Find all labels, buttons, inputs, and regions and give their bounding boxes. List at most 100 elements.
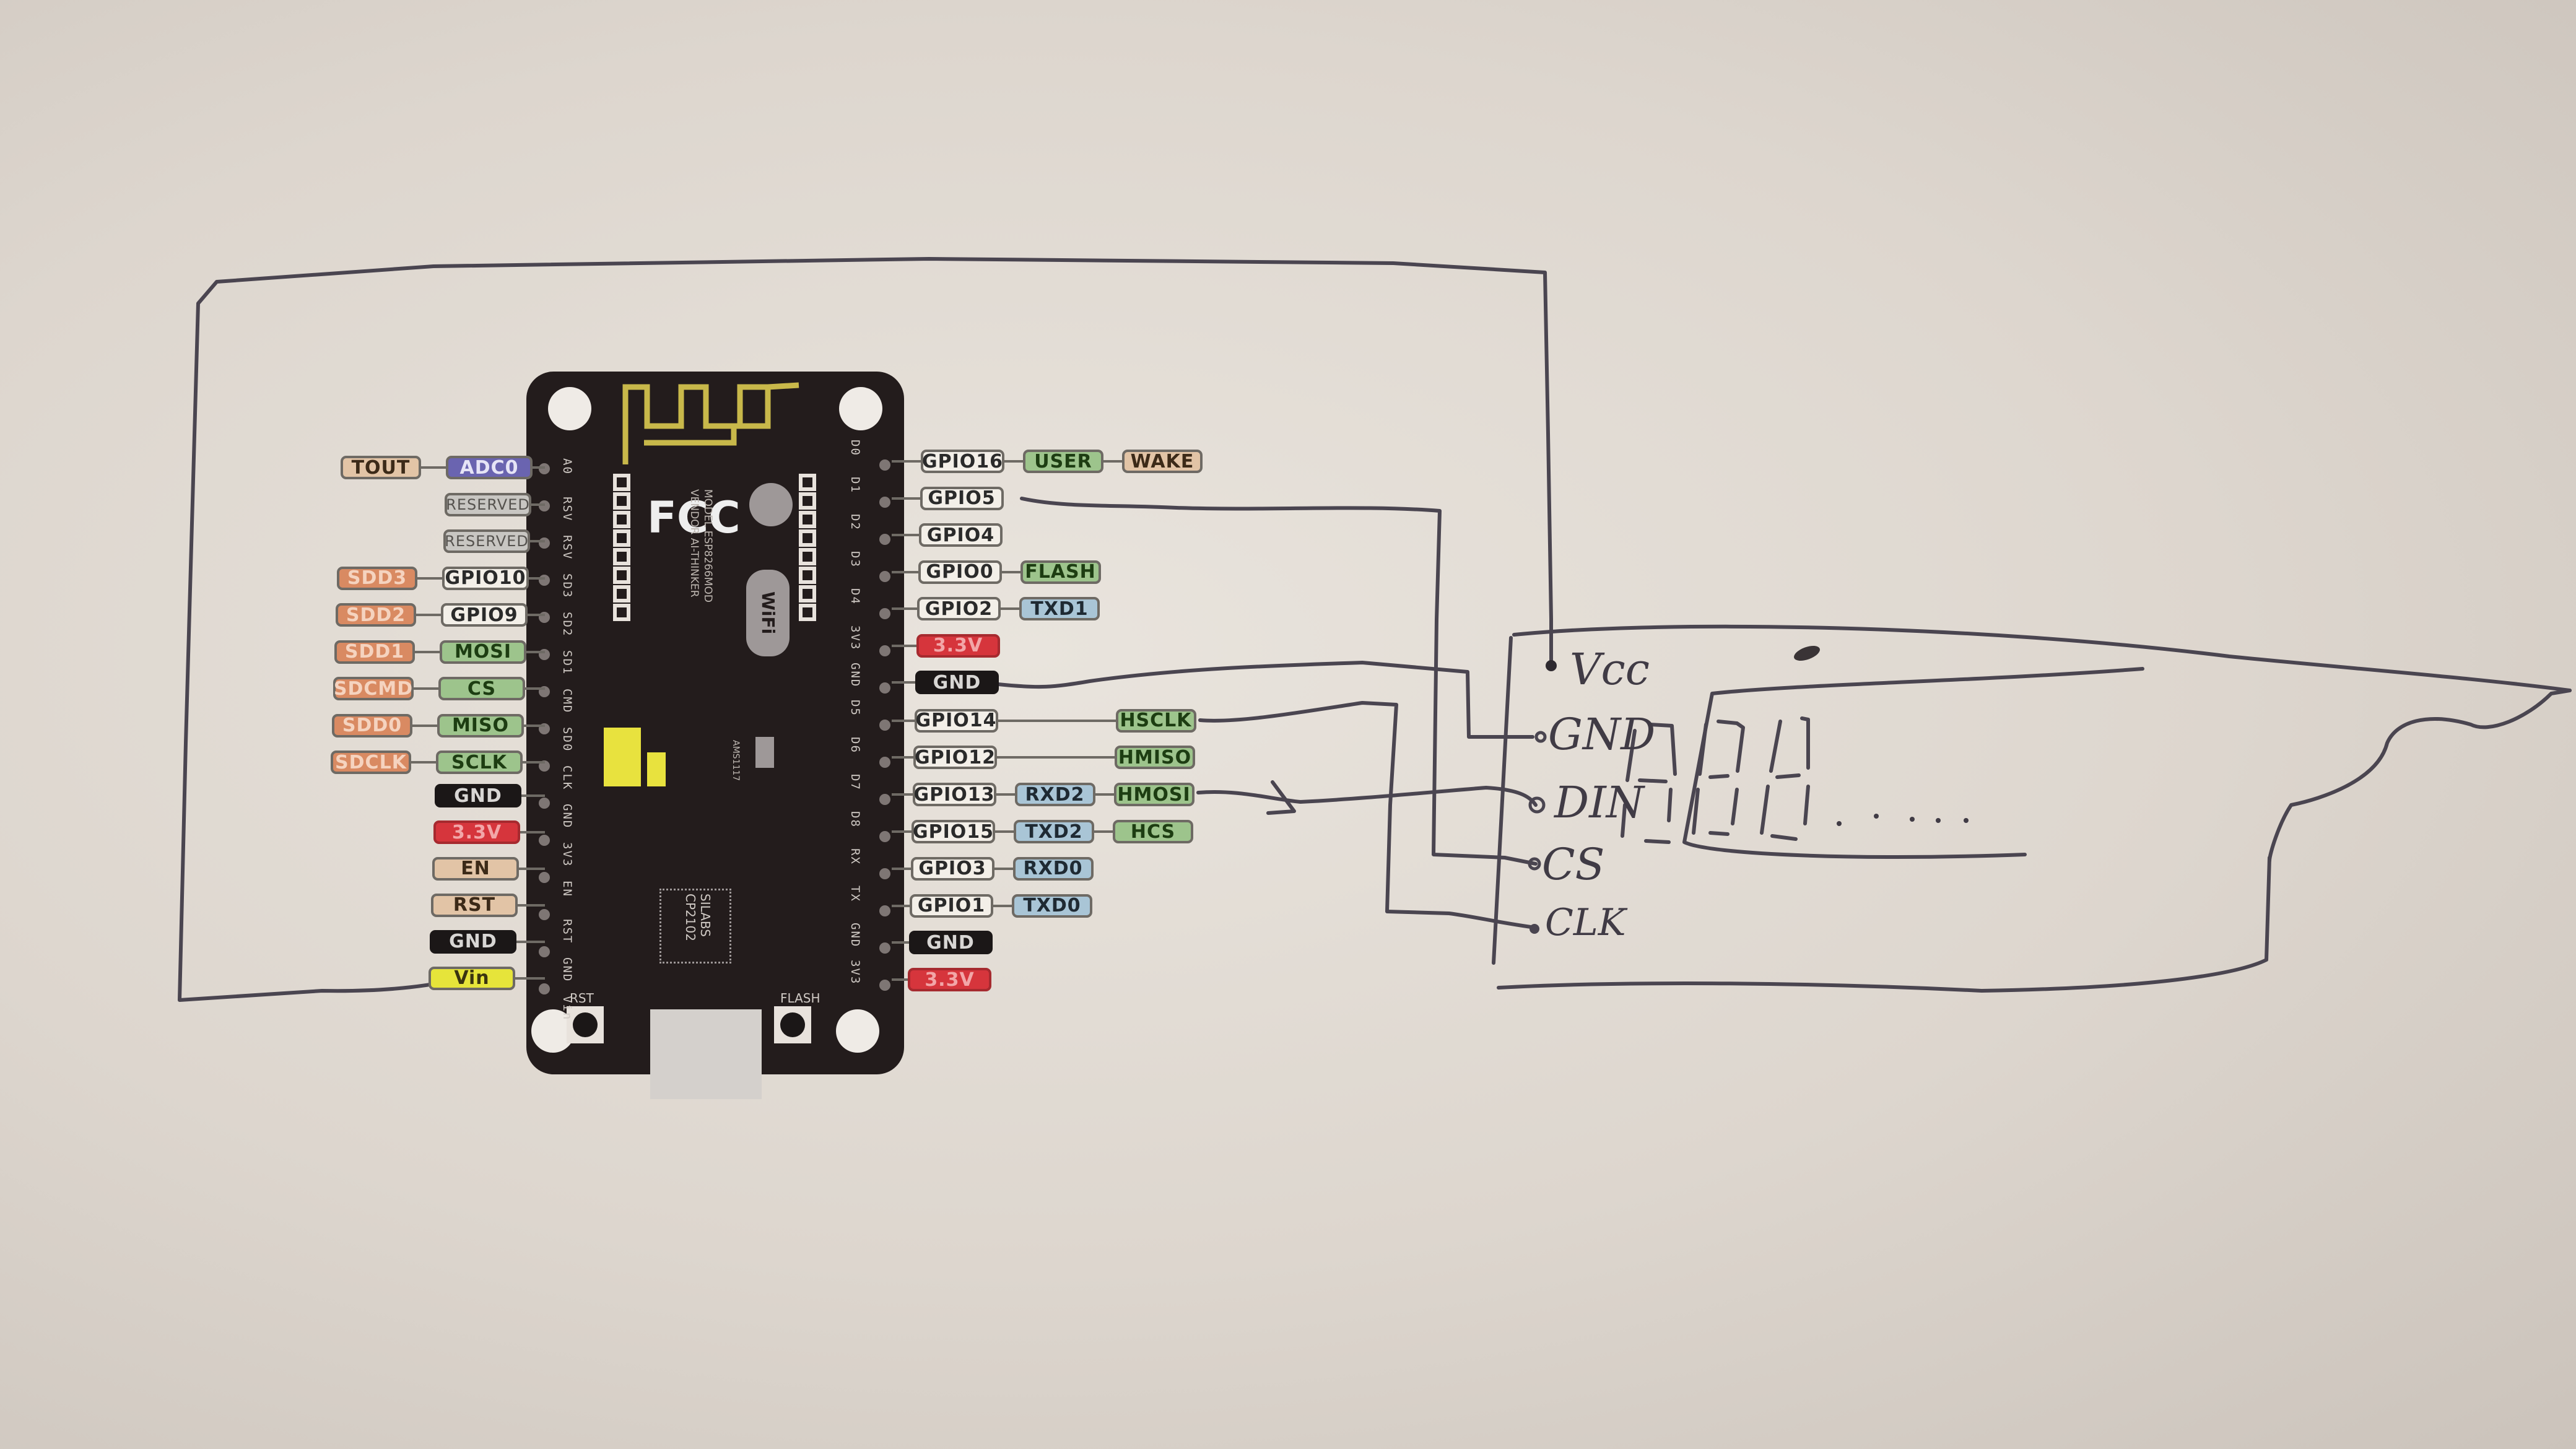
pin-connector-line bbox=[416, 614, 441, 616]
pin-connector-line bbox=[892, 570, 918, 573]
silk-left-a0: A0 bbox=[560, 458, 574, 475]
silk-right-d5: D5 bbox=[848, 700, 862, 716]
wifi-logo: WiFi bbox=[746, 570, 790, 656]
rst-button[interactable] bbox=[567, 1006, 604, 1043]
din-terminal bbox=[1528, 796, 1546, 814]
fcc-logo: FCC bbox=[647, 492, 741, 543]
pin-alt-label-sdclk: SDCLK bbox=[331, 751, 411, 774]
pin-alt-label-txd2: TXD2 bbox=[1014, 820, 1094, 843]
pin-connector-line bbox=[892, 719, 915, 722]
pin-alt-label-sdd2: SDD2 bbox=[336, 603, 416, 627]
label-gnd: GND bbox=[1548, 709, 1656, 760]
pin-label-mosi: MOSI bbox=[440, 640, 526, 664]
silk-left-sd3: SD3 bbox=[560, 573, 574, 599]
label-clk: CLK bbox=[1545, 901, 1626, 944]
silk-right-d7: D7 bbox=[848, 774, 862, 791]
pin-connector-line bbox=[892, 497, 920, 500]
pin-connector-line bbox=[415, 650, 440, 653]
pin-label-gpio13: GPIO13 bbox=[912, 783, 996, 807]
pin-alt-label-sdd0: SDD0 bbox=[332, 713, 412, 738]
silk-left-3v3: 3V3 bbox=[560, 842, 574, 868]
regulator-label: AMS1117 bbox=[731, 740, 741, 781]
label-vcc: Vcc bbox=[1570, 644, 1650, 695]
pin-label-33v: 3.3V bbox=[433, 820, 520, 844]
pin-alt-label-hmosi: HMOSI bbox=[1113, 783, 1194, 807]
pin-connector-line bbox=[994, 867, 1013, 870]
pin-connector-line bbox=[533, 466, 545, 469]
silk-left-rst: RST bbox=[560, 919, 574, 944]
display-module-bottom-edge bbox=[1497, 856, 2271, 993]
silk-right-rx: RX bbox=[848, 848, 862, 865]
silk-left-sd0: SD0 bbox=[560, 727, 574, 752]
header-pin bbox=[879, 459, 890, 471]
header-pin bbox=[539, 946, 550, 957]
pin-connector-line bbox=[519, 867, 545, 870]
header-pin bbox=[879, 645, 890, 656]
pin-connector-line bbox=[529, 577, 545, 580]
pin-label-gpio1: GPIO1 bbox=[910, 894, 993, 918]
pin-alt-label-txd1: TXD1 bbox=[1019, 597, 1100, 620]
header-pin bbox=[539, 983, 550, 994]
pin-label-gnd: GND bbox=[908, 931, 993, 955]
pin-alt-label-sdd3: SDD3 bbox=[337, 566, 417, 590]
pin-label-en: EN bbox=[432, 856, 519, 881]
header-pin bbox=[879, 831, 890, 842]
pin-connector-line bbox=[892, 607, 917, 610]
pin-label-gpio2: GPIO2 bbox=[917, 597, 1001, 620]
pin-alt-label-hmiso: HMISO bbox=[1115, 746, 1195, 770]
pin-alt-label-tout: TOUT bbox=[341, 456, 421, 479]
label-cs: CS bbox=[1542, 839, 1605, 890]
header-pin bbox=[539, 872, 550, 883]
regulator-chip bbox=[755, 737, 774, 768]
pin-label-gpio3: GPIO3 bbox=[910, 856, 994, 881]
pin-label-miso: MISO bbox=[437, 713, 524, 738]
pin-label-gpio15: GPIO15 bbox=[912, 820, 995, 843]
pin-connector-line bbox=[892, 534, 919, 536]
silk-left-cmd: CMD bbox=[560, 689, 574, 714]
pin-connector-line bbox=[518, 903, 545, 907]
pin-connector-line bbox=[526, 650, 545, 653]
silk-left-en: EN bbox=[560, 881, 574, 897]
silk-right-gnd: GND bbox=[848, 923, 862, 948]
silk-left-gnd: GND bbox=[560, 957, 574, 983]
pin-alt-label-user: USER bbox=[1023, 450, 1103, 473]
pin-connector-line bbox=[892, 756, 913, 759]
usb-chip: SILABS CP2102 bbox=[659, 889, 731, 964]
capacitor bbox=[604, 728, 641, 786]
pin-connector-line bbox=[993, 904, 1012, 907]
pin-label-gnd: GND bbox=[915, 671, 999, 694]
silk-right-gnd: GND bbox=[848, 663, 862, 688]
wire-gpio5-to-cs bbox=[1020, 497, 1538, 866]
pin-label-cs: CS bbox=[438, 677, 525, 700]
pin-connector-line bbox=[1103, 460, 1122, 463]
pin-connector-line bbox=[998, 719, 1116, 722]
cs-terminal bbox=[1528, 857, 1541, 871]
pin-label-gpio4: GPIO4 bbox=[919, 523, 1003, 547]
mount-hole bbox=[836, 1009, 879, 1053]
silk-right-d1: D1 bbox=[848, 477, 862, 494]
pin-alt-label-flash: FLASH bbox=[1020, 560, 1101, 584]
header-pin bbox=[879, 608, 890, 619]
header-pin bbox=[879, 534, 890, 545]
pin-connector-line bbox=[892, 460, 921, 463]
flash-button[interactable] bbox=[774, 1006, 811, 1043]
pin-label-sclk: SCLK bbox=[436, 751, 523, 774]
pin-connector-line bbox=[521, 794, 545, 798]
pin-label-gpio10: GPIO10 bbox=[442, 566, 529, 590]
pin-alt-label-wake: WAKE bbox=[1122, 450, 1203, 473]
pin-label-33v: 3.3V bbox=[916, 633, 1000, 658]
vcc-terminal bbox=[1546, 660, 1557, 671]
silk-right-d3: D3 bbox=[848, 551, 862, 568]
pin-connector-line bbox=[892, 830, 912, 833]
silk-right-d8: D8 bbox=[848, 811, 862, 828]
pin-connector-line bbox=[892, 941, 909, 944]
header-pin bbox=[879, 942, 890, 954]
pin-connector-line bbox=[412, 724, 437, 727]
pin-alt-label-hcs: HCS bbox=[1113, 820, 1193, 843]
pin-label-vin: Vin bbox=[429, 966, 515, 990]
usb-port bbox=[650, 1009, 762, 1099]
pin-connector-line bbox=[421, 466, 446, 469]
header-pin bbox=[879, 868, 890, 879]
